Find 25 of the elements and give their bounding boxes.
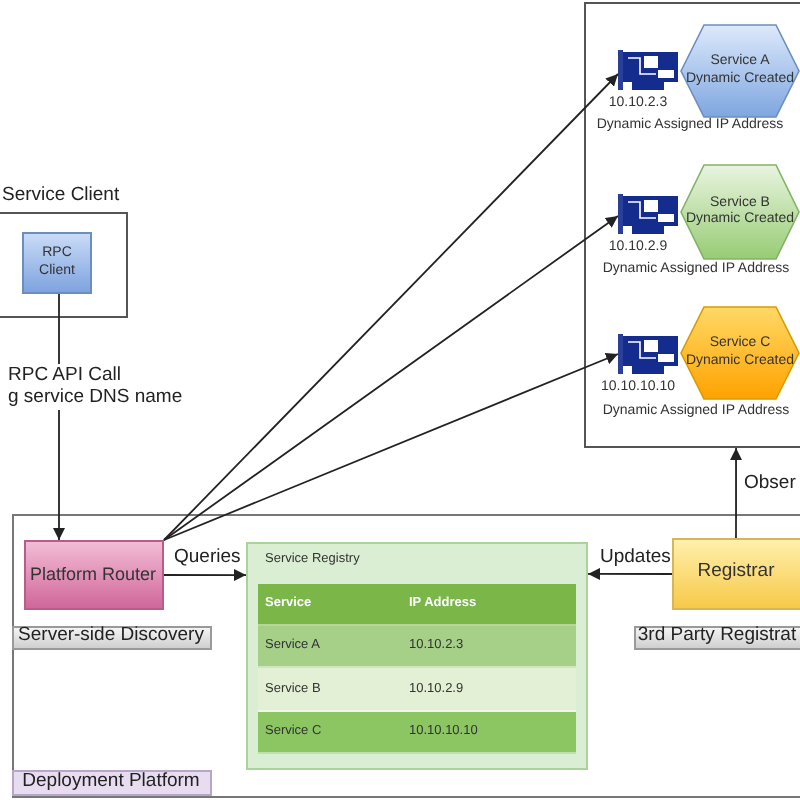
caption-tag: Server-side Discovery (11, 625, 211, 649)
group-label: Deployment Platform (11, 769, 211, 795)
arrow (163, 215, 619, 541)
hexagon-shape (680, 306, 800, 400)
registry-panel (245, 541, 587, 769)
edge-label: Obser (742, 472, 798, 495)
group-frame (584, 2, 800, 448)
network-card-icon (618, 194, 678, 234)
hexagon-shape (680, 24, 800, 118)
process-box: Platform Router (23, 539, 163, 609)
caption-tag: 3rd Party Registrat (633, 625, 799, 649)
arrow (163, 569, 247, 582)
process-box: Registrar (671, 537, 799, 609)
edge-label: Queries (172, 546, 243, 569)
network-card-icon (618, 334, 678, 374)
arrow (163, 353, 619, 541)
arrow (163, 73, 619, 541)
arrow (730, 447, 743, 539)
arrow (587, 567, 673, 580)
group-frame (12, 514, 800, 798)
edge-label: Updates (598, 546, 673, 569)
group-title: Service Client (2, 186, 120, 208)
hexagon-shape (680, 164, 800, 260)
edge-label: RPC API Call g service DNS name (6, 364, 185, 410)
network-card-icon (618, 50, 678, 90)
